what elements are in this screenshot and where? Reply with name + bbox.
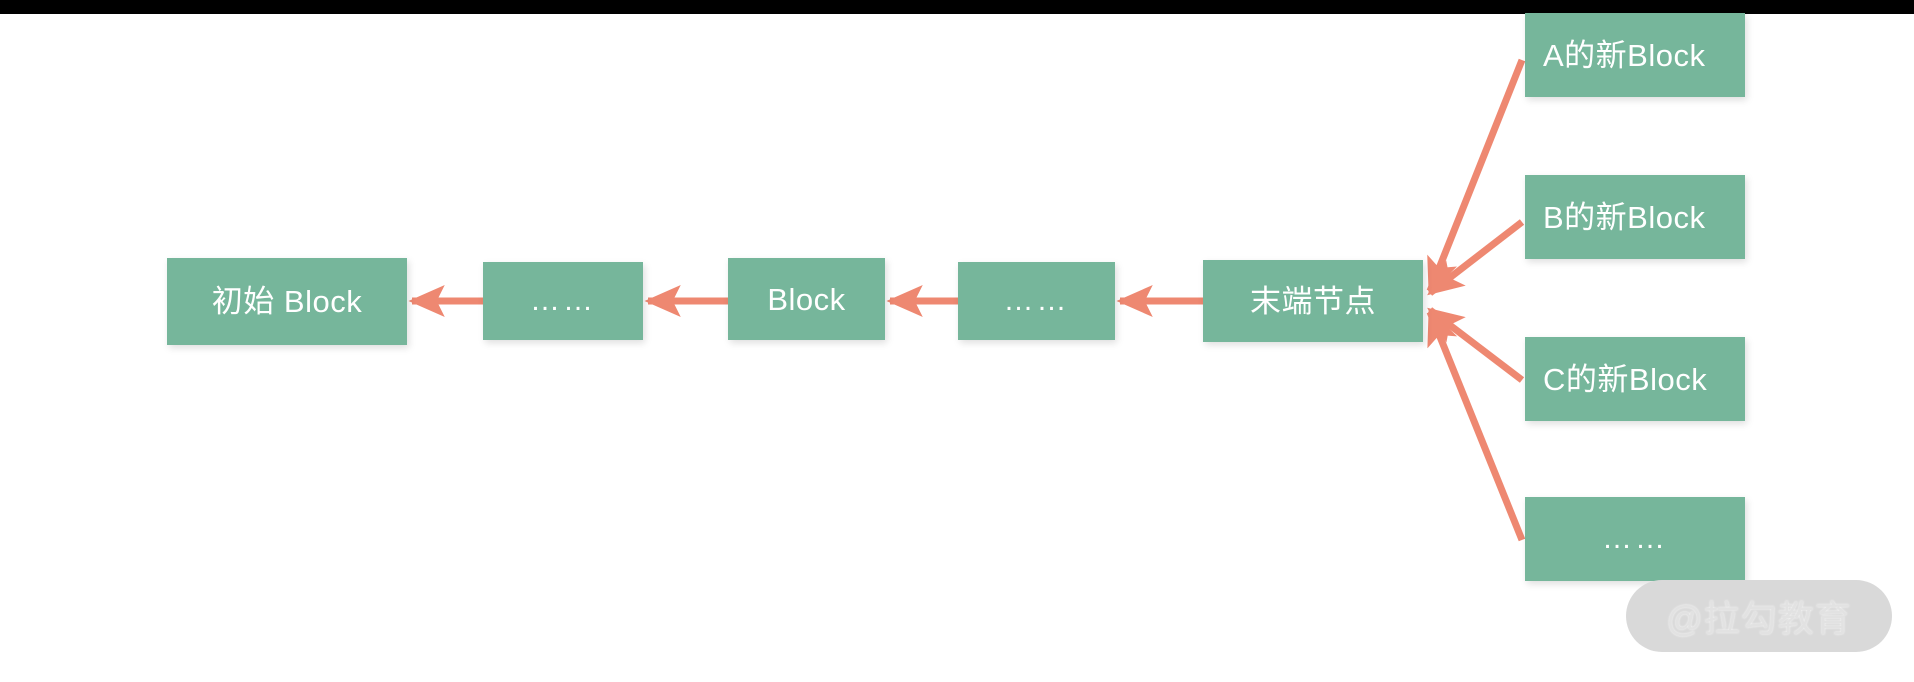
node-ellipsis2[interactable]: ……: [958, 262, 1115, 340]
node-genesis[interactable]: 初始 Block: [167, 258, 407, 345]
node-label-ellipsis1: ……: [530, 284, 596, 317]
node-label-tip: 末端节点: [1250, 283, 1376, 319]
arrow-b-to-tip: [1427, 219, 1525, 296]
node-label-branch-more: ……: [1602, 522, 1668, 555]
node-block[interactable]: Block: [728, 258, 885, 340]
node-label-branch-b: B的新Block: [1543, 199, 1706, 235]
node-branch-more[interactable]: ……: [1525, 497, 1745, 581]
watermark-label: @拉勾教育: [1666, 598, 1852, 639]
node-label-branch-a: A的新Block: [1543, 37, 1706, 73]
node-branch-b[interactable]: B的新Block: [1525, 175, 1745, 259]
arrow-more-to-tip: [1426, 308, 1526, 542]
node-tip[interactable]: 末端节点: [1203, 260, 1423, 342]
node-branch-a[interactable]: A的新Block: [1525, 13, 1745, 97]
arrow-a-to-tip: [1426, 58, 1526, 295]
node-branch-c[interactable]: C的新Block: [1525, 337, 1745, 421]
node-label-genesis: 初始 Block: [211, 284, 363, 319]
top-black-bar: [0, 0, 1914, 14]
node-ellipsis1[interactable]: ……: [483, 262, 643, 340]
arrow-c-to-tip: [1427, 307, 1525, 383]
node-label-block: Block: [767, 281, 846, 317]
watermark-badge: @拉勾教育: [1626, 580, 1892, 652]
node-label-branch-c: C的新Block: [1543, 361, 1708, 397]
node-label-ellipsis2: ……: [1003, 284, 1070, 317]
